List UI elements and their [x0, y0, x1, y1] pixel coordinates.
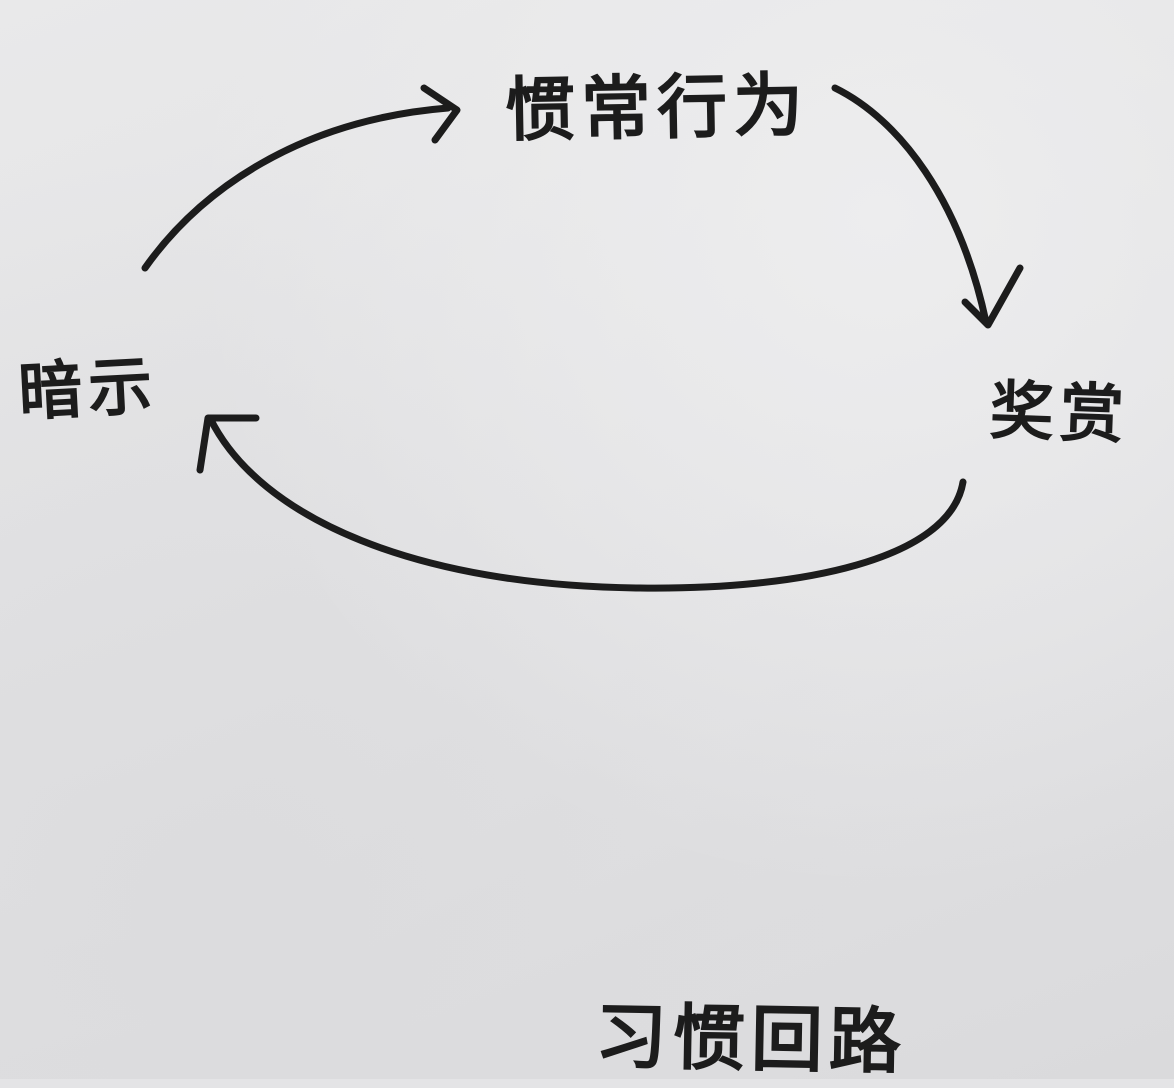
arrow-reward-to-cue	[196, 414, 967, 592]
arrow-cue-to-routine	[141, 84, 461, 272]
node-routine: 惯常行为	[504, 64, 810, 152]
node-cue: 暗示	[16, 349, 161, 431]
node-reward: 奖赏	[988, 374, 1132, 454]
arrow-routine-to-reward	[831, 84, 1024, 329]
diagram-title: 习惯回路	[594, 994, 908, 1084]
